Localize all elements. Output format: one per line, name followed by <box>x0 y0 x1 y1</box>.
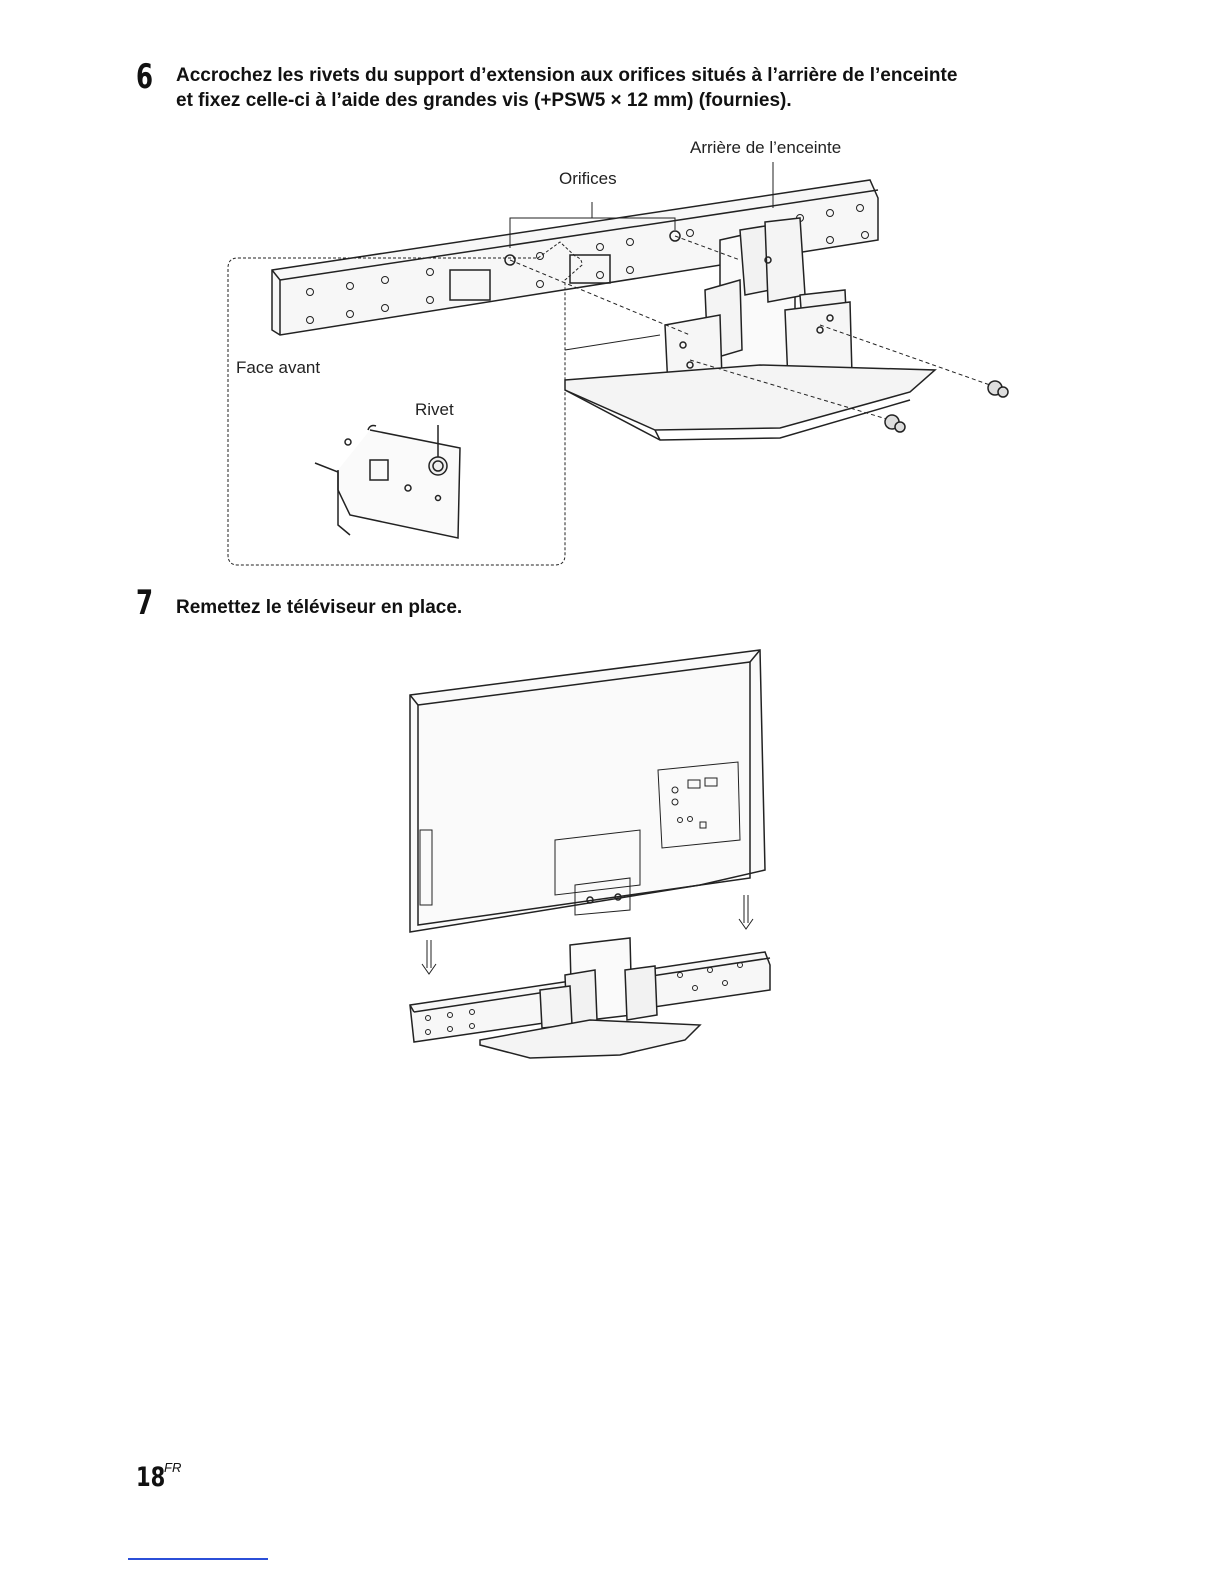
step-6-number: 6 <box>136 60 153 94</box>
footer-rule <box>128 1558 268 1560</box>
step-7-number: 7 <box>136 586 153 620</box>
step-6-instruction-line-2: et fixez celle-ci à l’aide des grandes v… <box>176 89 792 113</box>
step-6-instruction-line-1: Accrochez les rivets du support d’extens… <box>176 64 957 88</box>
page-number-value: 18 <box>136 1462 165 1493</box>
tv-placement-illustration <box>400 640 780 1060</box>
speaker-mount-illustration: Arrière de l’enceinte Orifices Face avan… <box>220 130 1020 580</box>
label-holes: Orifices <box>559 169 617 188</box>
label-front-face: Face avant <box>236 358 320 377</box>
label-rivet: Rivet <box>415 400 454 419</box>
page-number-suffix: FR <box>164 1460 181 1475</box>
page-number: 18 FR <box>136 1462 174 1493</box>
step-7-instruction: Remettez le téléviseur en place. <box>176 596 462 620</box>
label-rear-of-speaker: Arrière de l’enceinte <box>690 138 841 157</box>
